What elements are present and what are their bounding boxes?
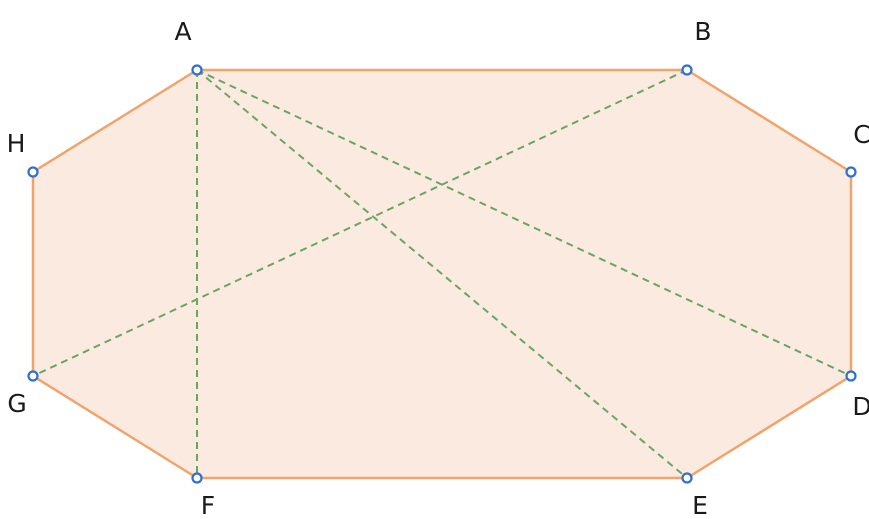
vertex-label-c: C <box>853 120 869 149</box>
diagonal-bg <box>32 69 688 377</box>
vertex-point-d <box>845 370 857 382</box>
vertex-label-g: G <box>7 389 26 418</box>
vertex-point-f <box>191 472 203 484</box>
vertex-label-a: A <box>174 17 191 46</box>
vertex-point-a <box>191 64 203 76</box>
edge-bc <box>685 68 853 174</box>
vertex-label-e: E <box>692 491 708 519</box>
vertex-label-h: H <box>7 129 26 158</box>
vertex-point-c <box>845 166 857 178</box>
vertex-label-b: B <box>694 17 711 46</box>
vertex-label-f: F <box>201 491 215 519</box>
edge-ha <box>31 68 199 174</box>
edge-fg <box>31 374 199 480</box>
vertex-point-b <box>681 64 693 76</box>
vertex-point-h <box>27 166 39 178</box>
diagonal-ae <box>196 69 688 479</box>
vertex-point-e <box>681 472 693 484</box>
edge-de <box>685 374 853 480</box>
diagonal-ad <box>196 69 852 377</box>
vertex-label-d: D <box>852 392 869 421</box>
vertex-point-g <box>27 370 39 382</box>
